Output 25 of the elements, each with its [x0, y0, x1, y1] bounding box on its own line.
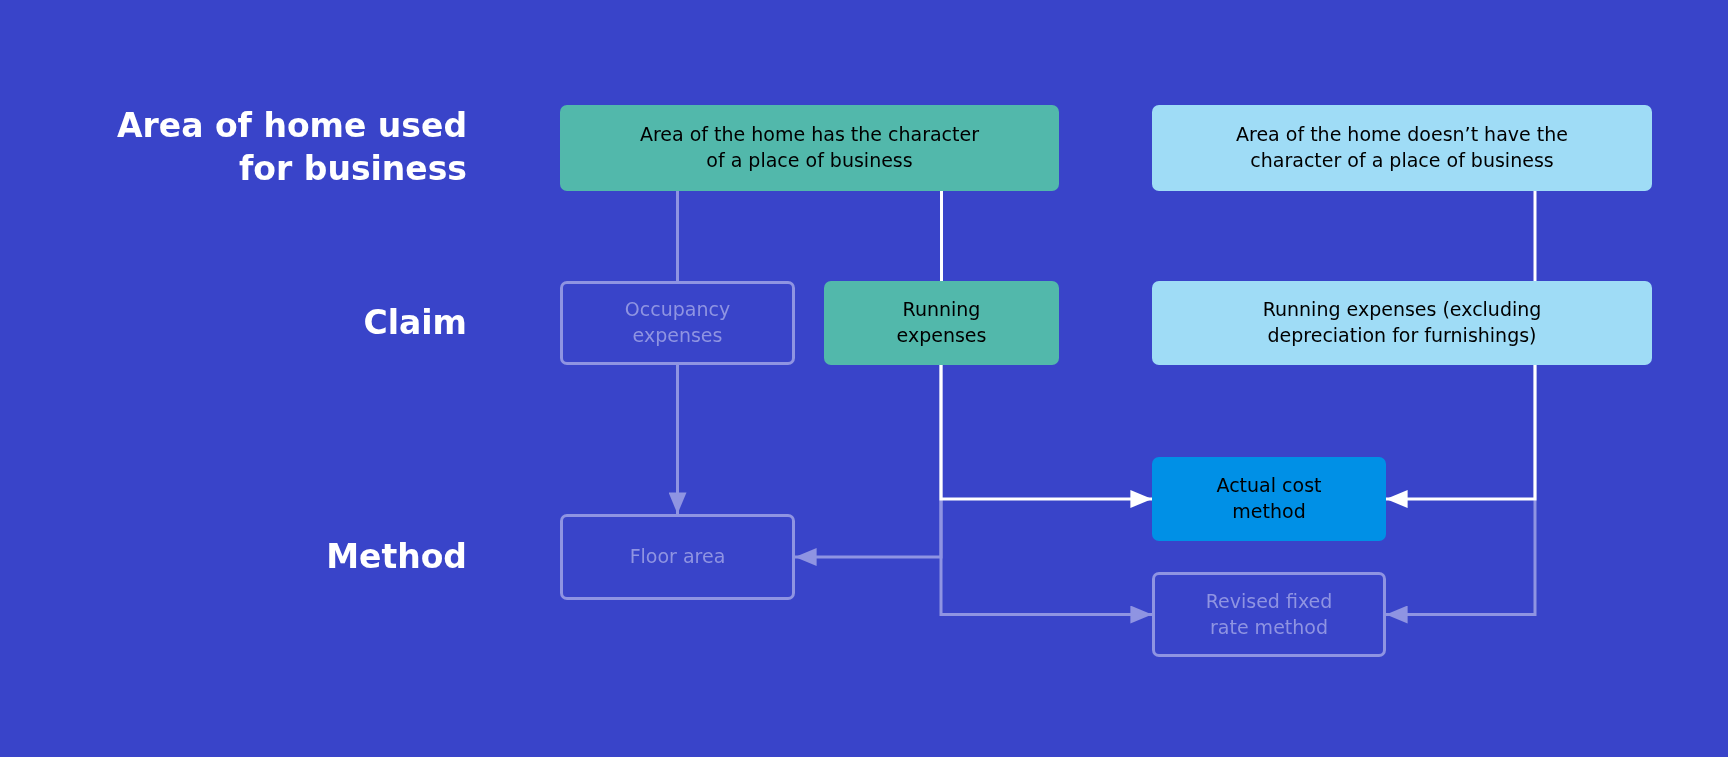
box-text: Area of the home doesn’t have the character of a place of business: [1235, 122, 1569, 173]
box-text: Occupancy expenses: [623, 297, 732, 348]
box-text: Actual cost method: [1215, 473, 1323, 524]
process-box: [1152, 457, 1386, 541]
process-box: [1152, 105, 1652, 191]
connector-line: [940, 191, 943, 281]
process-box: [560, 105, 1059, 191]
process-box: [1152, 281, 1652, 365]
process-box: [1152, 572, 1386, 657]
row-heading: Area of home used for business: [115, 105, 467, 190]
connector-line: [1533, 191, 1537, 281]
box-text: Floor area: [629, 544, 726, 570]
process-box: [824, 281, 1059, 365]
arrow: [668, 365, 687, 514]
box-text: Running expenses: [895, 297, 988, 348]
row-heading: Method: [325, 535, 467, 578]
box-text: Revised fixed rate method: [1204, 588, 1334, 640]
row-heading: Claim: [362, 301, 467, 344]
arrow: [1386, 365, 1537, 508]
box-text: Running expenses (excluding depreciation for furnishings): [1261, 297, 1543, 348]
process-box: [560, 514, 795, 600]
arrow: [939, 365, 1152, 508]
connector-line: [676, 191, 679, 281]
process-box: [560, 281, 795, 365]
box-text: Area of the home has the character of a place of business: [638, 122, 981, 173]
